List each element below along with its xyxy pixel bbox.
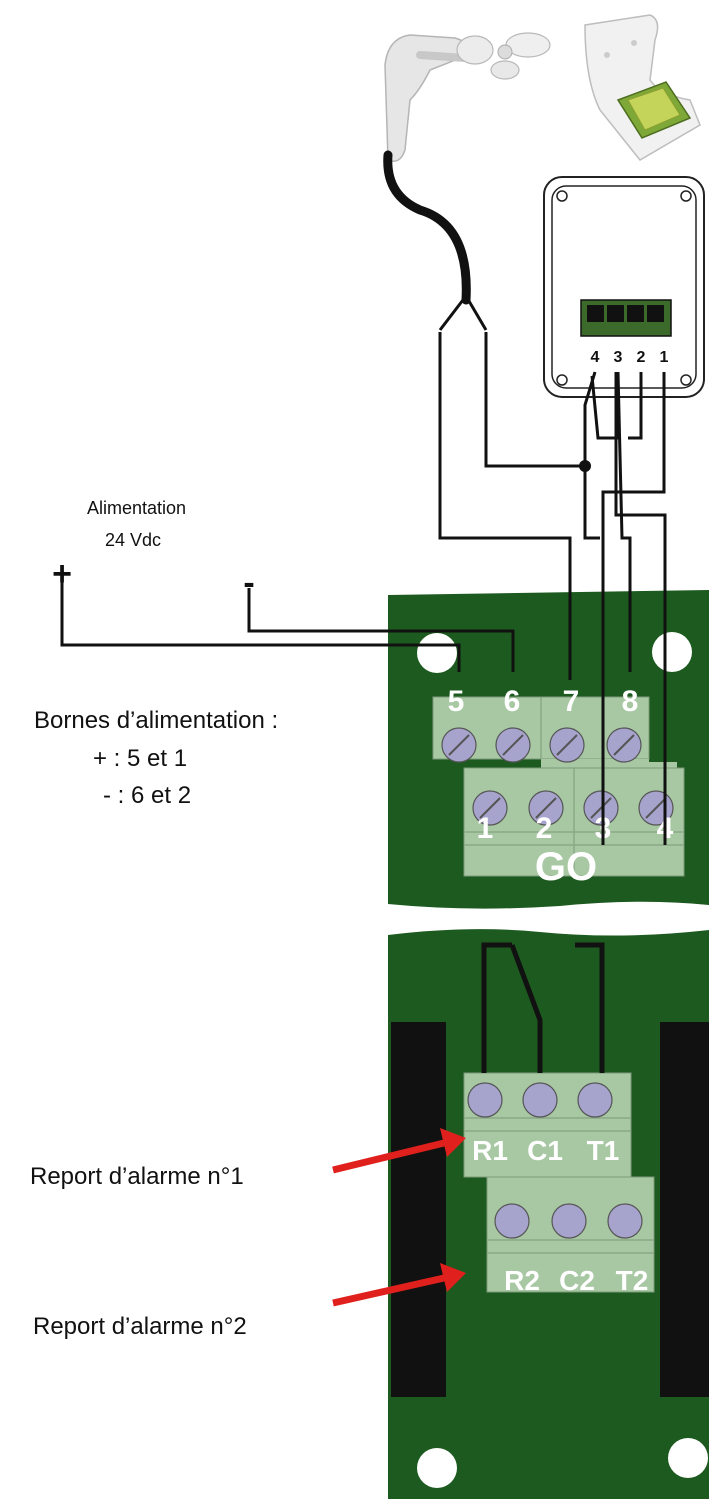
- anemometer-icon: [384, 32, 551, 162]
- go-terminal-2: 2: [536, 812, 553, 845]
- relay-screws: [467, 1082, 643, 1239]
- anemometer-cable: [383, 150, 471, 305]
- power-plus-symbol: +: [52, 555, 72, 593]
- go-terminal-6: 6: [504, 685, 521, 718]
- power-terminals-title: Bornes d’alimentation :: [34, 707, 279, 734]
- alarm-2-label: Report d’alarme n°2: [33, 1313, 247, 1340]
- power-voltage: 24 Vdc: [105, 530, 162, 550]
- relay-terminal-c1: C1: [527, 1135, 563, 1166]
- go-board-label: GO: [535, 845, 597, 889]
- relay-contact-symbol: [481, 942, 605, 1073]
- wires: [60, 332, 667, 845]
- sensor-junction-box: 4 3 2 1: [543, 176, 705, 398]
- power-title: Alimentation: [87, 498, 187, 518]
- wire-junction-dot: [579, 460, 591, 472]
- relay-terminal-r2: R2: [504, 1265, 540, 1296]
- relay-terminal-r1: R1: [472, 1135, 508, 1166]
- sensor-terminal-1: 1: [660, 349, 669, 366]
- relay-terminal-labels: R1 C1 T1 R2 C2 T2: [472, 1135, 648, 1296]
- go-terminal-5: 5: [448, 685, 465, 718]
- relay-board: [388, 929, 709, 1499]
- sensor-terminal-3: 3: [614, 349, 623, 366]
- power-terminals-plus: + : 5 et 1: [93, 745, 188, 772]
- go-terminal-1: 1: [477, 812, 494, 845]
- sensor-terminal-2: 2: [637, 349, 646, 366]
- alarm-arrows: [332, 1128, 466, 1307]
- sensor-terminal-4: 4: [591, 349, 600, 366]
- power-terminals-minus: - : 6 et 2: [103, 782, 192, 809]
- relay-terminal-t1: T1: [587, 1135, 620, 1166]
- go-terminal-7: 7: [563, 685, 580, 718]
- rain-sensor-icon: [584, 14, 701, 161]
- alarm-1-label: Report d’alarme n°1: [30, 1163, 244, 1190]
- relay-terminal-t2: T2: [616, 1265, 649, 1296]
- power-minus-symbol: -: [243, 564, 254, 602]
- go-terminal-8: 8: [622, 685, 639, 718]
- go-terminal-labels: 5 6 7 8 1 2 3 4 GO: [448, 685, 674, 889]
- relay-terminal-c2: C2: [559, 1265, 595, 1296]
